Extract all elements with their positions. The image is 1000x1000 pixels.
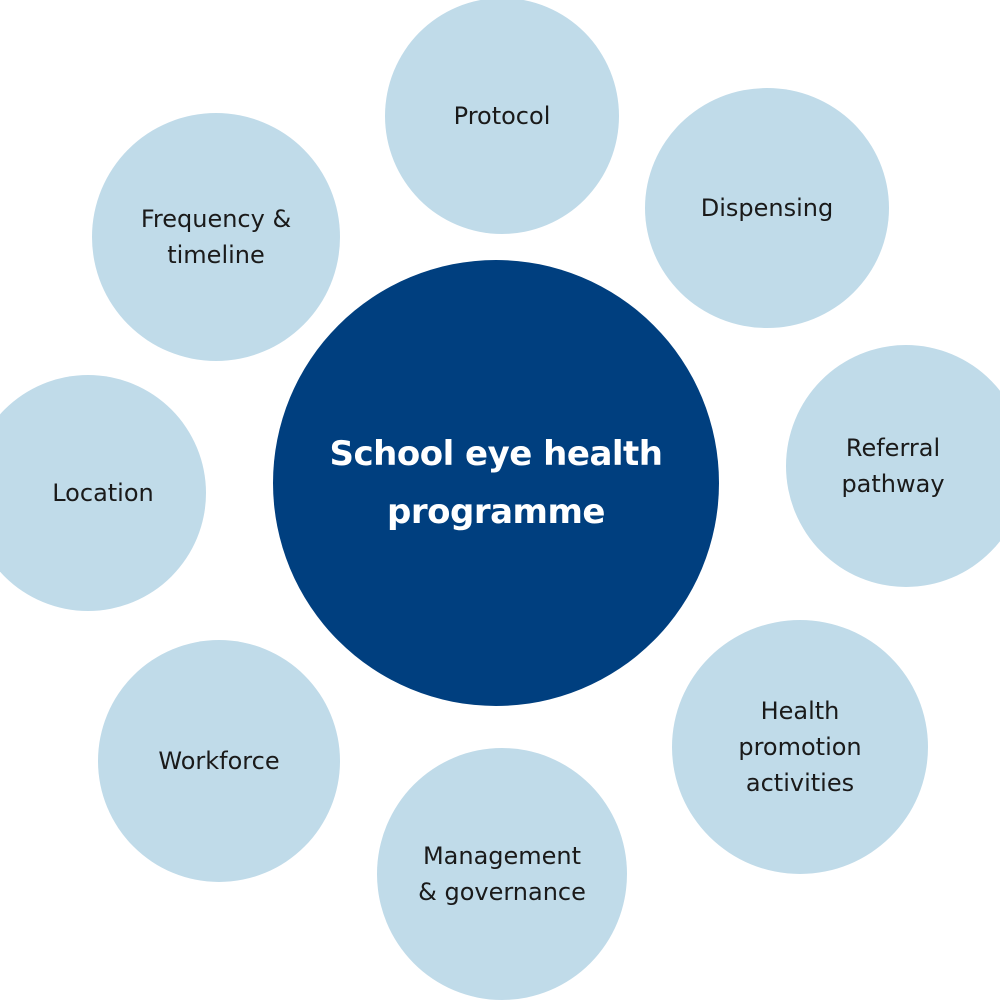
node-frequency-timeline: Frequency & timeline (92, 113, 340, 361)
node-center-label: School eye health programme (329, 434, 664, 532)
node-dispensing: Dispensing (645, 88, 889, 328)
node-referral-pathway: Referral pathway (786, 345, 1000, 587)
node-protocol: Protocol (385, 0, 619, 234)
node-management-governance-label: Management & governance (418, 842, 586, 906)
node-protocol-label: Protocol (453, 102, 551, 130)
node-management-governance: Management & governance (377, 748, 627, 1000)
node-workforce: Workforce (98, 640, 340, 882)
node-location: Location (0, 375, 206, 611)
node-workforce-label: Workforce (158, 747, 280, 775)
node-referral-pathway-label: Referral pathway (841, 434, 945, 498)
node-health-promotion: Health promotion activities (672, 620, 928, 874)
node-center-programme: School eye health programme (273, 260, 719, 706)
node-frequency-timeline-label: Frequency & timeline (140, 205, 292, 269)
node-dispensing-label: Dispensing (700, 194, 834, 222)
node-health-promotion-label: Health promotion activities (738, 697, 862, 797)
node-location-label: Location (52, 479, 154, 507)
